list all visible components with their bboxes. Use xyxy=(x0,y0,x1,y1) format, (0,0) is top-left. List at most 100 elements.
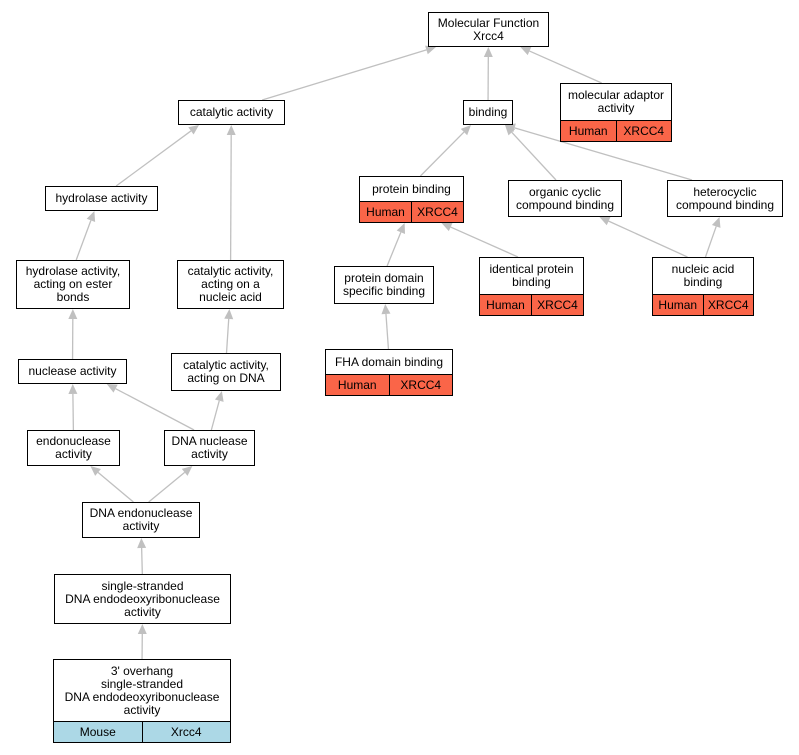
go-term-overhang[interactable]: 3' overhang single-stranded DNA endodeox… xyxy=(53,659,231,743)
go-term-ss-dna-endo[interactable]: single-stranded DNA endodeoxyribonucleas… xyxy=(54,574,231,624)
go-term-hydrolase-ester[interactable]: hydrolase activity, acting on ester bond… xyxy=(16,260,130,309)
go-term-dna-endonuclease[interactable]: DNA endonuclease activity xyxy=(82,502,200,538)
go-term-nuclease[interactable]: nuclease activity xyxy=(18,359,127,384)
arrowhead-catalytic_dna-to-catalytic_nucleic xyxy=(224,309,234,320)
arrowhead-catalytic_nucleic-to-catalytic xyxy=(226,125,236,136)
gene-cell: XRCC4 xyxy=(615,121,672,141)
annotation-row: Human XRCC4 xyxy=(360,201,463,222)
arrowhead-overhang-to-ss_dna_endo xyxy=(137,624,147,635)
edge-organic_cyclic-to-binding xyxy=(511,131,557,181)
go-term-label: nuclease activity xyxy=(28,364,117,378)
go-term-label: molecular adaptor activity xyxy=(567,88,665,115)
go-term-label: DNA endonuclease activity xyxy=(89,506,193,533)
arrowhead-hydrolase-to-catalytic xyxy=(188,125,199,135)
species-cell: Mouse xyxy=(79,724,116,739)
edge-dna_nuclease-to-nuclease xyxy=(115,388,195,431)
go-term-label: FHA domain binding xyxy=(334,354,444,369)
arrowhead-dna_endonuclease-to-endonuclease xyxy=(90,466,101,476)
go-term-label: catalytic activity, acting on a nucleic … xyxy=(187,264,274,304)
edge-fha-to-protein_domain xyxy=(385,313,390,350)
arrowhead-dna_nuclease-to-nuclease xyxy=(106,384,118,393)
edge-catalytic-to-root xyxy=(261,49,427,101)
arrowhead-heterocyclic-to-binding xyxy=(505,123,516,133)
arrowhead-catalytic-to-root xyxy=(425,45,436,55)
arrowhead-ss_dna_endo-to-dna_endonuclease xyxy=(137,538,147,549)
go-term-binding[interactable]: binding xyxy=(463,100,513,125)
edge-dna_endonuclease-to-dna_nuclease xyxy=(148,471,186,503)
gene-cell: XRCC4 xyxy=(702,295,754,315)
go-term-endonuclease[interactable]: endonuclease activity xyxy=(27,430,120,466)
edge-hydrolase-to-catalytic xyxy=(115,130,192,187)
arrowhead-adaptor-to-root xyxy=(520,46,532,56)
go-term-label: 3' overhang single-stranded DNA endodeox… xyxy=(64,663,220,717)
edge-dna_nuclease-to-catalytic_dna xyxy=(210,400,220,431)
gene-cell: XRCC4 xyxy=(388,375,453,395)
arrowhead-nucleic_acid-to-organic_cyclic xyxy=(599,217,611,226)
species-cell: Human xyxy=(337,377,377,392)
arrowhead-hydrolase_ester-to-hydrolase xyxy=(86,211,96,222)
edge-heterocyclic-to-binding xyxy=(514,127,693,181)
arrowhead-dna_nuclease-to-catalytic_dna xyxy=(214,391,224,402)
go-term-label: catalytic activity xyxy=(189,105,274,119)
species-cell: Human xyxy=(486,297,525,312)
arrowhead-dna_endonuclease-to-dna_nuclease xyxy=(181,466,193,476)
go-term-label: protein binding xyxy=(372,181,451,196)
edge-nucleic_acid-to-organic_cyclic xyxy=(608,220,688,258)
edge-catalytic_nucleic-to-catalytic xyxy=(229,134,232,261)
go-term-label: hydrolase activity xyxy=(55,191,148,205)
edge-ss_dna_endo-to-dna_endonuclease xyxy=(140,547,143,575)
species-cell: Human xyxy=(658,297,698,312)
arrowhead-endonuclease-to-nuclease xyxy=(68,384,78,395)
edge-nucleic_acid-to-heterocyclic xyxy=(704,226,717,258)
arrowhead-nucleic_acid-to-heterocyclic xyxy=(711,217,721,228)
go-term-catalytic-dna[interactable]: catalytic activity, acting on DNA xyxy=(171,353,281,391)
go-term-dna-nuclease[interactable]: DNA nuclease activity xyxy=(164,430,255,466)
go-term-label: organic cyclic compound binding xyxy=(515,184,615,212)
edge-hydrolase_ester-to-hydrolase xyxy=(75,220,92,261)
annotation-row: Human XRCC4 xyxy=(326,374,452,395)
gene-cell: XRCC4 xyxy=(411,202,463,222)
go-term-label: catalytic activity, acting on DNA xyxy=(183,358,269,385)
edge-catalytic_dna-to-catalytic_nucleic xyxy=(225,318,230,354)
go-term-root[interactable]: Molecular Function Xrcc4 xyxy=(428,12,549,47)
go-term-label: binding xyxy=(468,105,508,119)
arrowhead-nuclease-to-hydrolase_ester xyxy=(68,309,78,320)
annotation-row: Human XRCC4 xyxy=(653,294,753,315)
go-term-heterocyclic[interactable]: heterocyclic compound binding xyxy=(667,180,783,217)
go-term-label: hydrolase activity, acting on ester bond… xyxy=(25,264,121,304)
edge-protein_domain-to-protein_binding xyxy=(386,232,402,267)
arrowhead-fha-to-protein_domain xyxy=(381,304,391,315)
go-term-hydrolase[interactable]: hydrolase activity xyxy=(45,186,158,211)
annotation-row: Human XRCC4 xyxy=(561,120,671,141)
edge-identical_protein-to-protein_binding xyxy=(450,226,519,258)
go-term-label: identical protein binding xyxy=(489,262,574,289)
go-term-label: Molecular Function Xrcc4 xyxy=(437,15,540,43)
gene-cell: XRCC4 xyxy=(531,295,583,315)
go-term-label: endonuclease activity xyxy=(36,434,111,461)
arrowhead-identical_protein-to-protein_binding xyxy=(441,222,453,232)
go-term-label: nucleic acid binding xyxy=(671,262,735,289)
go-term-catalytic[interactable]: catalytic activity xyxy=(178,100,285,125)
go-term-organic-cyclic[interactable]: organic cyclic compound binding xyxy=(508,180,622,217)
arrowhead-protein_binding-to-binding xyxy=(460,125,471,136)
go-term-label: DNA nuclease activity xyxy=(171,434,248,461)
arrowhead-protein_domain-to-protein_binding xyxy=(396,223,406,234)
go-term-label: heterocyclic compound binding xyxy=(675,184,775,212)
species-cell: Human xyxy=(568,123,608,138)
annotation-row: Human XRCC4 xyxy=(480,294,583,315)
go-term-protein-domain[interactable]: protein domain specific binding xyxy=(334,266,434,304)
arrowhead-binding-to-root xyxy=(483,47,493,58)
go-term-catalytic-nucleic[interactable]: catalytic activity, acting on a nucleic … xyxy=(177,260,284,309)
arrowhead-organic_cyclic-to-binding xyxy=(505,125,516,136)
edge-protein_binding-to-binding xyxy=(419,131,465,177)
edge-adaptor-to-root xyxy=(529,50,602,84)
species-cell: Human xyxy=(366,204,405,219)
